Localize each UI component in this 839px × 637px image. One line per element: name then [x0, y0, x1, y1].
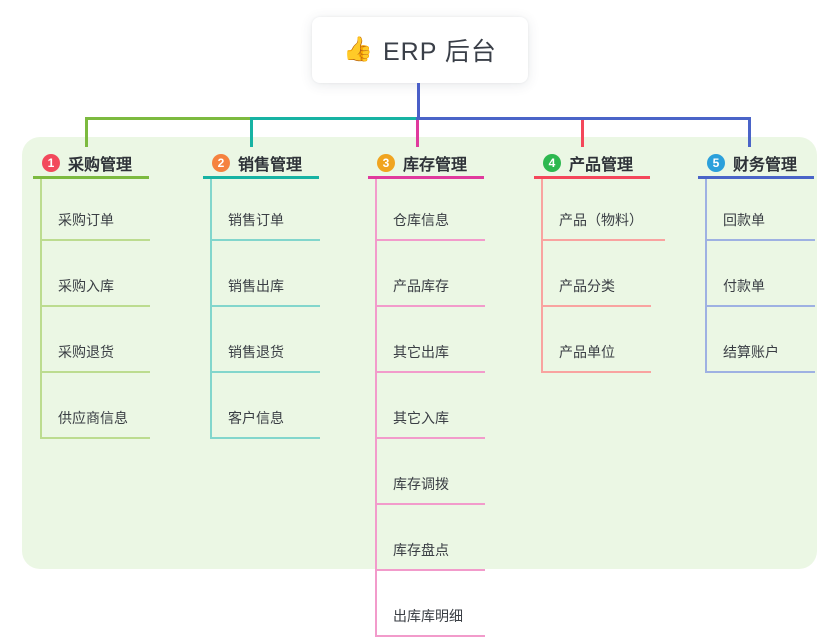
- root-title: ERP 后台: [382, 38, 497, 66]
- branch-items: 回款单 付款单 结算账户: [705, 179, 815, 373]
- thumbs-up-icon: 👍: [343, 36, 373, 63]
- branch-label: 销售管理: [238, 156, 303, 174]
- connector-horizontal-branch5: [416, 117, 751, 120]
- branch-sales-management: 2 销售管理 销售订单 销售出库 销售退货 客户信息: [203, 149, 320, 439]
- node-settlement-account: 结算账户: [707, 307, 815, 373]
- node-sales-outbound: 销售出库: [212, 241, 320, 307]
- connector-drop-branch3: [416, 120, 419, 147]
- connector-drop-branch2: [250, 117, 253, 147]
- branch-title-finance: 5 财务管理: [698, 149, 814, 179]
- node-outbound-detail: 出库库明细: [377, 571, 485, 637]
- branch-label: 产品管理: [569, 156, 634, 174]
- branch-finance-management: 5 财务管理 回款单 付款单 结算账户: [698, 149, 815, 373]
- connector-root-drop: [417, 83, 420, 118]
- connector-drop-branch5: [748, 117, 751, 147]
- badge-1: 1: [42, 153, 60, 172]
- node-sales-return: 销售退货: [212, 307, 320, 373]
- badge-5: 5: [707, 153, 725, 172]
- badge-2: 2: [212, 153, 230, 172]
- node-receipt-bill: 回款单: [707, 179, 815, 241]
- node-purchase-return: 采购退货: [42, 307, 150, 373]
- branch-label: 库存管理: [403, 156, 468, 174]
- node-stock-count: 库存盘点: [377, 505, 485, 571]
- root-node-erp-backend: 👍 ERP 后台: [312, 17, 528, 83]
- branch-product-management: 4 产品管理 产品（物料） 产品分类 产品单位: [534, 149, 665, 373]
- node-customer-info: 客户信息: [212, 373, 320, 439]
- branch-items: 销售订单 销售出库 销售退货 客户信息: [210, 179, 320, 439]
- branch-title-product: 4 产品管理: [534, 149, 650, 179]
- branch-inventory-management: 3 库存管理 仓库信息 产品库存 其它出库 其它入库 库存调拨 库存盘点 出库库…: [368, 149, 485, 637]
- node-product-category: 产品分类: [543, 241, 651, 307]
- connector-drop-branch1: [85, 117, 88, 147]
- node-sales-order: 销售订单: [212, 179, 320, 241]
- branch-items: 仓库信息 产品库存 其它出库 其它入库 库存调拨 库存盘点 出库库明细: [375, 179, 485, 637]
- branch-purchase-management: 1 采购管理 采购订单 采购入库 采购退货 供应商信息: [33, 149, 150, 439]
- node-product-material: 产品（物料）: [543, 179, 665, 241]
- node-payment-bill: 付款单: [707, 241, 815, 307]
- branch-title-inventory: 3 库存管理: [368, 149, 484, 179]
- connector-drop-branch4: [581, 120, 584, 147]
- node-product-unit: 产品单位: [543, 307, 651, 373]
- connector-horizontal-branch1: [85, 117, 252, 120]
- node-purchase-order: 采购订单: [42, 179, 150, 241]
- branch-title-sales: 2 销售管理: [203, 149, 319, 179]
- node-purchase-inbound: 采购入库: [42, 241, 150, 307]
- branch-label: 财务管理: [733, 156, 798, 174]
- mindmap-canvas: [22, 137, 817, 569]
- branch-items: 产品（物料） 产品分类 产品单位: [541, 179, 665, 373]
- node-warehouse-info: 仓库信息: [377, 179, 485, 241]
- badge-4: 4: [543, 153, 561, 172]
- branch-items: 采购订单 采购入库 采购退货 供应商信息: [40, 179, 150, 439]
- node-product-stock: 产品库存: [377, 241, 485, 307]
- node-supplier-info: 供应商信息: [42, 373, 150, 439]
- branch-label: 采购管理: [68, 156, 133, 174]
- badge-3: 3: [377, 153, 395, 172]
- connector-horizontal-branch2: [250, 117, 418, 120]
- branch-title-purchase: 1 采购管理: [33, 149, 149, 179]
- node-other-outbound: 其它出库: [377, 307, 485, 373]
- node-stock-transfer: 库存调拨: [377, 439, 485, 505]
- node-other-inbound: 其它入库: [377, 373, 485, 439]
